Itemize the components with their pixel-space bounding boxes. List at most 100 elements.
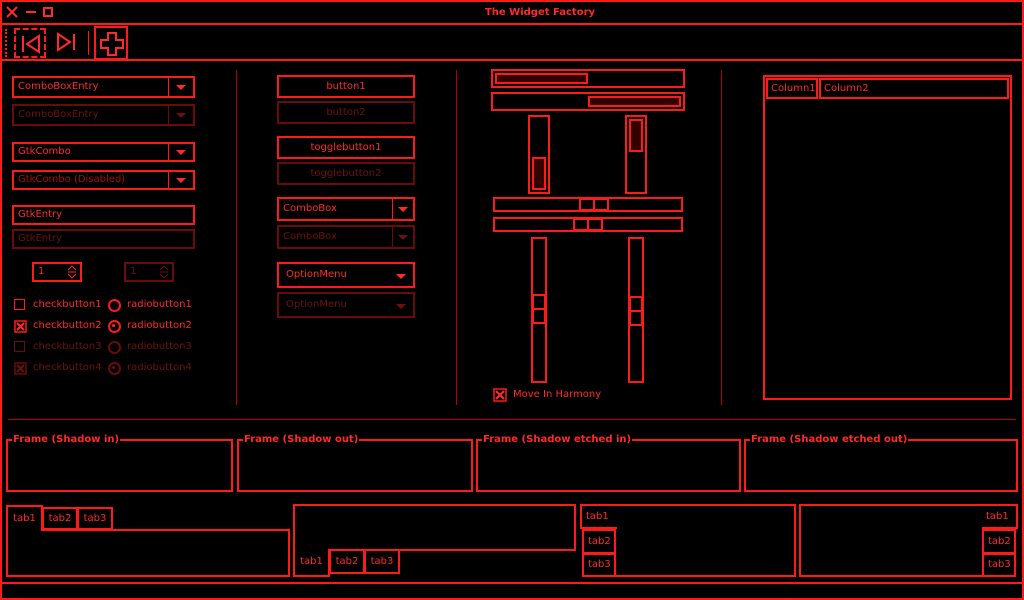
vscale-1-slider[interactable] <box>532 294 546 324</box>
column-separator <box>721 70 722 405</box>
frame-label: Frame (Shadow out) <box>243 434 360 445</box>
radio-selected-icon[interactable] <box>108 320 121 333</box>
minimize-icon[interactable] <box>25 6 37 18</box>
chevron-down-icon <box>398 206 408 212</box>
combobox-entry-disabled-text: ComboBoxEntry <box>18 109 99 120</box>
last-button[interactable] <box>52 28 82 58</box>
combobox-text: ComboBox <box>283 203 337 214</box>
vscale-2[interactable] <box>628 237 644 383</box>
combobox-entry-arrow[interactable] <box>168 78 193 96</box>
toolbar-grip[interactable] <box>5 29 8 57</box>
tab-label: tab2 <box>988 535 1011 547</box>
tab-top-1[interactable]: tab1 <box>6 505 43 531</box>
radiobutton2-label: radiobutton2 <box>127 320 192 331</box>
maximize-icon[interactable] <box>43 7 54 18</box>
checkbutton4-label: checkbutton4 <box>33 362 102 373</box>
radiobutton3-label: radiobutton3 <box>127 341 192 352</box>
vscale-2-slider[interactable] <box>629 296 643 326</box>
spin-arrows-icon[interactable] <box>66 265 78 279</box>
notebook-right-page <box>799 504 984 577</box>
radiobutton4: radiobutton4 <box>108 361 198 375</box>
optionmenu-text: OptionMenu <box>286 269 347 280</box>
radiobutton1[interactable]: radiobutton1 <box>108 298 198 312</box>
tab-right-2[interactable]: tab2 <box>982 529 1016 554</box>
checkbutton4: checkbutton4 <box>14 362 104 375</box>
progressbar-vertical-2 <box>625 115 647 194</box>
slider-grip <box>587 220 589 229</box>
gtk-combo-arrow[interactable] <box>168 144 193 160</box>
column-separator <box>456 70 457 405</box>
tab-bottom-1[interactable]: tab1 <box>293 549 330 577</box>
gtk-entry-disabled-text: GtkEntry <box>18 233 63 244</box>
optionmenu-disabled: OptionMenu <box>277 292 415 318</box>
tab-bottom-3[interactable]: tab3 <box>364 549 400 574</box>
notebook-bottom-page <box>293 504 576 551</box>
progressbar-fill <box>495 73 588 84</box>
slider-grip <box>534 308 544 310</box>
combobox-arrow[interactable] <box>392 199 413 219</box>
progressbar-fill <box>629 119 643 152</box>
combobox-disabled: ComboBox <box>277 225 415 249</box>
move-in-harmony-check[interactable]: Move In Harmony <box>493 388 613 402</box>
treeview[interactable]: Column1 Column2 <box>763 75 1012 400</box>
vscale-1[interactable] <box>531 237 547 383</box>
radiobutton4-label: radiobutton4 <box>127 362 192 373</box>
radiobutton2[interactable]: radiobutton2 <box>108 319 198 333</box>
hscale-2[interactable] <box>493 217 683 232</box>
togglebutton1[interactable]: togglebutton1 <box>277 136 415 159</box>
column-separator <box>236 70 237 405</box>
gtk-entry-text: GtkEntry <box>18 209 63 220</box>
first-icon <box>22 34 40 54</box>
tab-label: tab1 <box>300 556 323 567</box>
combobox[interactable]: ComboBox <box>277 197 415 221</box>
spin-button-value: 1 <box>38 266 45 277</box>
checkbox-unchecked[interactable] <box>14 299 25 310</box>
treeview-column-header[interactable]: Column2 <box>819 78 1009 99</box>
horizontal-separator <box>8 419 1016 420</box>
chevron-down-icon <box>396 274 406 279</box>
toolbar <box>0 25 1024 61</box>
radio-selected-icon <box>108 362 121 375</box>
gtk-entry[interactable]: GtkEntry <box>12 205 195 225</box>
window-title: The Widget Factory <box>484 7 596 18</box>
tab-left-2[interactable]: tab2 <box>582 529 616 554</box>
close-icon[interactable] <box>6 6 18 18</box>
tab-bottom-2[interactable]: tab2 <box>329 549 365 574</box>
gtk-combo[interactable]: GtkCombo <box>12 142 195 162</box>
frame-shadow-in: Frame (Shadow in) <box>6 435 233 492</box>
checkbox-checked-icon <box>14 362 27 375</box>
button1[interactable]: button1 <box>277 75 415 98</box>
tab-label: tab2 <box>335 555 359 567</box>
frame-label: Frame (Shadow in) <box>12 434 121 445</box>
gtk-combo-text: GtkCombo <box>18 146 71 157</box>
tab-right-3[interactable]: tab3 <box>982 553 1016 577</box>
checkbox-checked-icon[interactable] <box>493 388 507 402</box>
toolbar-separator <box>88 31 89 55</box>
hscale-2-slider[interactable] <box>573 218 603 231</box>
tab-top-2[interactable]: tab2 <box>42 507 78 530</box>
statusbar <box>0 582 1024 600</box>
tab-top-3[interactable]: tab3 <box>77 507 113 530</box>
hscale-1[interactable] <box>493 197 683 212</box>
radiobutton1-label: radiobutton1 <box>127 299 192 310</box>
combobox-entry[interactable]: ComboBoxEntry <box>12 76 195 98</box>
column2-label: Column2 <box>824 82 869 94</box>
checkbutton2[interactable]: checkbutton2 <box>14 320 104 333</box>
add-button[interactable] <box>94 26 128 60</box>
tab-left-3[interactable]: tab3 <box>582 553 616 577</box>
tab-left-1[interactable]: tab1 <box>580 504 617 529</box>
frame-shadow-etched-in: Frame (Shadow etched in) <box>476 435 741 492</box>
spin-button[interactable]: 1 <box>32 262 82 282</box>
chevron-down-icon <box>176 112 186 118</box>
radio-unselected-icon[interactable] <box>108 299 121 312</box>
treeview-column-header[interactable]: Column1 <box>766 78 818 99</box>
first-button[interactable] <box>14 28 46 58</box>
tab-label: tab3 <box>370 555 394 567</box>
togglebutton2: togglebutton2 <box>277 162 415 185</box>
checkbox-checked-icon[interactable] <box>14 320 27 333</box>
optionmenu[interactable]: OptionMenu <box>277 262 415 288</box>
titlebar: The Widget Factory <box>0 0 1024 25</box>
tab-right-1[interactable]: tab1 <box>982 504 1018 529</box>
checkbutton1[interactable]: checkbutton1 <box>14 299 104 312</box>
hscale-1-slider[interactable] <box>579 198 609 211</box>
